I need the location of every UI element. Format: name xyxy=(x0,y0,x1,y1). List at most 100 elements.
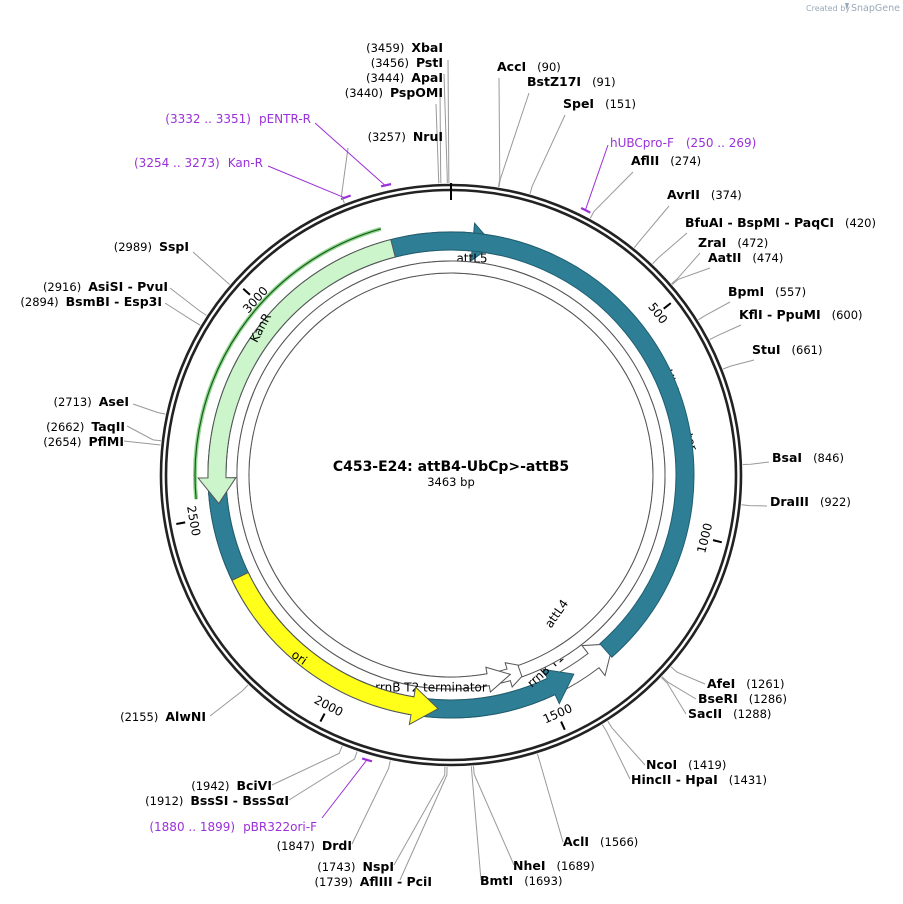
site-zrai[interactable]: ZraI(472) xyxy=(698,235,768,250)
site-nspi[interactable]: NspI(1743) xyxy=(317,859,394,874)
tick-label: 1500 xyxy=(541,701,575,726)
site-nhei[interactable]: NheI(1689) xyxy=(513,858,595,873)
site-leader xyxy=(670,666,706,685)
site-leader xyxy=(661,676,697,700)
feature-arrow[interactable] xyxy=(197,238,396,505)
site-name: KflI - PpuMI xyxy=(739,307,821,322)
site-ncoi[interactable]: NcoI(1419) xyxy=(646,757,726,772)
site-spei[interactable]: SpeI(151) xyxy=(563,96,636,111)
site-position: (3444) xyxy=(366,71,404,85)
site-draiii[interactable]: DraIII(922) xyxy=(770,494,851,509)
site-position: (1288) xyxy=(733,707,771,721)
site-name: SpeI xyxy=(563,96,594,111)
site-bsmbi-esp3i[interactable]: BsmBI - Esp3I(2894) xyxy=(20,294,162,309)
site-asisi-pvui[interactable]: AsiSI - PvuI(2916) xyxy=(43,279,168,294)
site-aflii[interactable]: AflII(274) xyxy=(631,153,701,168)
primer-pbr322ori-f[interactable]: pBR322ori-F(1880 .. 1899) xyxy=(149,758,368,834)
site-kfli-ppumi[interactable]: KflI - PpuMI (600) xyxy=(739,307,863,322)
site-leader xyxy=(192,251,231,285)
site-sspi[interactable]: SspI(2989) xyxy=(114,239,189,254)
site-name: DraIII xyxy=(770,494,809,509)
site-bmti[interactable]: BmtI(1693) xyxy=(480,873,562,888)
site-bseri[interactable]: BseRI(1286) xyxy=(698,691,787,706)
tick-mark xyxy=(560,721,566,731)
site-position: (3459) xyxy=(366,41,404,55)
site-position: (1689) xyxy=(557,859,595,873)
site-position: (1419) xyxy=(688,758,726,772)
site-bstz17i[interactable]: BstZ17I(91) xyxy=(527,74,616,89)
site-bsai[interactable]: BsaI(846) xyxy=(772,450,844,465)
site-position: (472) xyxy=(737,236,768,250)
site-leader xyxy=(497,77,501,187)
site-leader xyxy=(439,88,442,184)
tick-label: 1000 xyxy=(694,522,715,555)
site-acci[interactable]: AccI(90) xyxy=(497,59,561,74)
site-stui[interactable]: StuI (661) xyxy=(752,342,822,357)
site-bpmi[interactable]: BpmI(557) xyxy=(728,284,806,299)
site-hincii-hpai[interactable]: HincII - HpaI(1431) xyxy=(631,772,767,787)
site-name: SacII xyxy=(688,706,722,721)
site-avrii[interactable]: AvrII(374) xyxy=(667,187,742,202)
site-name: DrdI xyxy=(322,838,352,853)
feature-rrnb-t2-terminator[interactable]: rrnB T2 terminator xyxy=(236,260,666,695)
site-position: (661) xyxy=(792,343,823,357)
site-leader xyxy=(607,721,646,766)
site-alwni[interactable]: AlwNI(2155) xyxy=(120,709,206,724)
site-position: (1261) xyxy=(746,677,784,691)
feature-arrow[interactable] xyxy=(207,231,695,719)
primer-name: hUBCpro-F xyxy=(610,136,674,150)
site-leader xyxy=(132,403,166,415)
site-labels: XbaI(3459)PstI(3456)ApaI(3444)PspOMI(344… xyxy=(20,40,876,889)
site-bcivi[interactable]: BciVI(1942) xyxy=(191,778,272,793)
site-name: StuI xyxy=(752,342,781,357)
site-psti[interactable]: PstI(3456) xyxy=(371,55,443,70)
credit-prefix: Created by xyxy=(806,4,850,13)
site-name: AclI xyxy=(563,834,589,849)
site-name: BciVI xyxy=(236,778,272,793)
site-leader xyxy=(741,504,768,507)
site-pflmi[interactable]: PflMI(2654) xyxy=(43,434,124,449)
primer-kan-r[interactable]: Kan-R(3254 .. 3273) xyxy=(134,156,347,199)
primer-position: (1880 .. 1899) xyxy=(149,820,235,834)
site-position: (2916) xyxy=(43,280,81,294)
site-acli[interactable]: AclI(1566) xyxy=(563,834,638,849)
feature-arrow[interactable] xyxy=(207,231,614,719)
site-afliii-pcii[interactable]: AflIII - PciI(1739) xyxy=(314,874,432,889)
site-position: (1286) xyxy=(749,692,787,706)
primer-position: (3332 .. 3351) xyxy=(165,112,251,126)
site-drdi[interactable]: DrdI(1847) xyxy=(277,838,352,853)
primer-leader xyxy=(314,122,387,187)
site-leader xyxy=(399,766,448,881)
primer-pentr-r[interactable]: pENTR-R(3332 .. 3351) xyxy=(165,112,387,187)
primer-hubcpro-f[interactable]: hUBCpro-F(250 .. 269) xyxy=(584,136,756,212)
site-position: (846) xyxy=(813,451,844,465)
primer-bar-kan-r xyxy=(340,194,352,201)
site-name: BfuAI - BspMI - PaqCI xyxy=(685,215,834,230)
site-pspomi[interactable]: PspOMI(3440) xyxy=(345,85,443,100)
site-afei[interactable]: AfeI(1261) xyxy=(707,676,785,691)
site-position: (420) xyxy=(845,216,876,230)
site-leader xyxy=(169,287,207,316)
site-bsssi-bsss-i[interactable]: BssSI - BssSαI(1912) xyxy=(145,793,289,808)
credit-brand: SnapGene xyxy=(851,3,900,14)
site-position: (2894) xyxy=(20,295,58,309)
feature-arrow[interactable] xyxy=(231,571,439,726)
site-aatii[interactable]: AatII(474) xyxy=(708,250,783,265)
site-position: (2155) xyxy=(120,710,158,724)
site-apai[interactable]: ApaI(3444) xyxy=(366,70,443,85)
site-leader xyxy=(698,301,731,321)
site-position: (600) xyxy=(832,308,863,322)
site-xbai[interactable]: XbaI(3459) xyxy=(366,40,443,55)
site-asei[interactable]: AseI(2713) xyxy=(54,394,130,409)
site-leader xyxy=(536,753,564,843)
feature-arrow[interactable] xyxy=(236,260,666,694)
primer-bar-pentr-r xyxy=(380,183,392,188)
site-taqii[interactable]: TaqII(2662) xyxy=(46,419,125,434)
feature-kanr[interactable]: KanR xyxy=(193,226,396,505)
site-nrui[interactable]: NruI(3257) xyxy=(368,129,443,144)
site-name: AflII xyxy=(631,153,659,168)
site-bfuai-bspmi-paqci[interactable]: BfuAI - BspMI - PaqCI (420) xyxy=(685,215,876,230)
site-name: SspI xyxy=(159,239,189,254)
site-sacii[interactable]: SacII (1288) xyxy=(688,706,771,721)
